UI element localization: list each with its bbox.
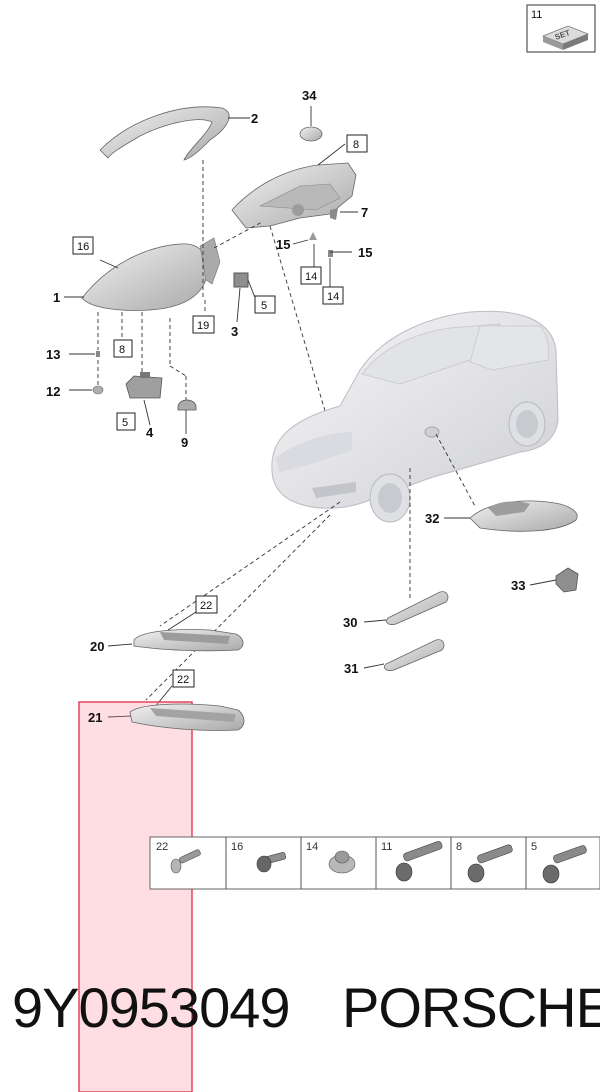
callout-2: 2 <box>251 111 258 126</box>
callout-30: 30 <box>343 615 357 630</box>
boxed-ref-16-text: 16 <box>77 241 89 253</box>
callout-12: 12 <box>46 384 60 399</box>
boxed-ref-8-top-text: 8 <box>353 139 359 151</box>
legend-num-2: 14 <box>306 841 318 853</box>
bolt-16-icon <box>256 852 287 873</box>
nut-14-icon <box>328 850 356 874</box>
boxed-ref-8-left-text: 8 <box>119 344 125 356</box>
part-33 <box>555 567 579 593</box>
callout-20: 20 <box>90 639 104 654</box>
boxed-ref-5-left: 5 <box>116 412 136 431</box>
screw-22-icon <box>170 849 201 874</box>
footer-caption: 9Y0953049 PORSCHE <box>0 975 600 1055</box>
boxed-ref-14-b: 14 <box>322 286 344 305</box>
boxed-ref-22-a-text: 22 <box>200 600 212 612</box>
boxed-ref-19-text: 19 <box>197 320 209 332</box>
bolt-11-icon <box>395 841 443 882</box>
cap-part <box>299 126 323 142</box>
leader-lines-headlamp <box>64 106 358 434</box>
callout-21: 21 <box>88 710 102 725</box>
module-4-part <box>125 372 163 399</box>
cap-9-part <box>177 399 197 411</box>
part-13 <box>96 351 100 357</box>
callout-7: 7 <box>361 205 368 220</box>
boxed-ref-5-right: 5 <box>254 295 276 314</box>
vehicle-illustration <box>271 310 559 523</box>
boxed-ref-22-b: 22 <box>172 669 195 688</box>
headlamp-lens-part <box>81 243 208 311</box>
bolt-5-icon <box>542 845 587 884</box>
callout-13: 13 <box>46 347 60 362</box>
trim-strip-part <box>99 106 230 161</box>
set-badge: 11 SET <box>526 4 596 53</box>
side-marker-31-part <box>384 639 445 671</box>
side-marker-30-part <box>386 591 449 625</box>
boxed-ref-22-a: 22 <box>195 595 218 614</box>
brand-text: PORSCHE <box>342 976 600 1039</box>
callout-32: 32 <box>425 511 439 526</box>
legend-num-5: 5 <box>531 841 537 853</box>
boxed-ref-22-b-text: 22 <box>177 674 189 686</box>
bolt-8-icon <box>467 844 513 883</box>
callout-15b: 15 <box>358 245 372 260</box>
highlight-overlay <box>78 701 193 1092</box>
part-12 <box>92 385 104 395</box>
part-15a <box>309 232 317 240</box>
callout-3: 3 <box>231 324 238 339</box>
boxed-ref-5-left-text: 5 <box>122 417 128 429</box>
boxed-ref-8-left: 8 <box>113 339 133 358</box>
legend-num-3: 11 <box>381 841 392 853</box>
boxed-ref-5-right-text: 5 <box>261 300 267 312</box>
boxed-ref-14-a: 14 <box>300 266 322 285</box>
legend-num-0: 22 <box>156 841 168 853</box>
callouts: 2 34 7 15 15 1 3 13 12 4 9 32 33 30 31 2… <box>46 88 525 725</box>
boxed-ref-8-top: 8 <box>346 134 368 153</box>
legend-num-1: 16 <box>231 841 243 853</box>
set-badge-number: 11 <box>531 9 542 21</box>
module-3-part <box>233 272 249 288</box>
callout-9: 9 <box>181 435 188 450</box>
callout-1: 1 <box>53 290 60 305</box>
boxed-ref-16: 16 <box>72 236 94 255</box>
part-number-text: 9Y0953049 <box>12 976 291 1039</box>
callout-34: 34 <box>302 88 317 103</box>
part-15b <box>328 250 333 257</box>
callout-33: 33 <box>511 578 525 593</box>
boxed-ref-19: 19 <box>192 315 215 334</box>
callout-15a: 15 <box>276 237 290 252</box>
part-7 <box>330 208 338 220</box>
set-box-icon: SET <box>541 25 590 50</box>
boxed-ref-14-b-text: 14 <box>327 291 339 303</box>
fastener-legend: 22 16 14 11 8 5 <box>149 836 600 890</box>
boxed-references: 16 8 8 5 5 19 14 14 22 22 <box>72 134 368 688</box>
callout-4: 4 <box>146 425 154 440</box>
callout-31: 31 <box>344 661 358 676</box>
dashed-lines-car <box>145 433 477 701</box>
leader-lines-lower <box>107 517 557 718</box>
legend-num-4: 8 <box>456 841 462 853</box>
boxed-ref-14-a-text: 14 <box>305 271 317 283</box>
